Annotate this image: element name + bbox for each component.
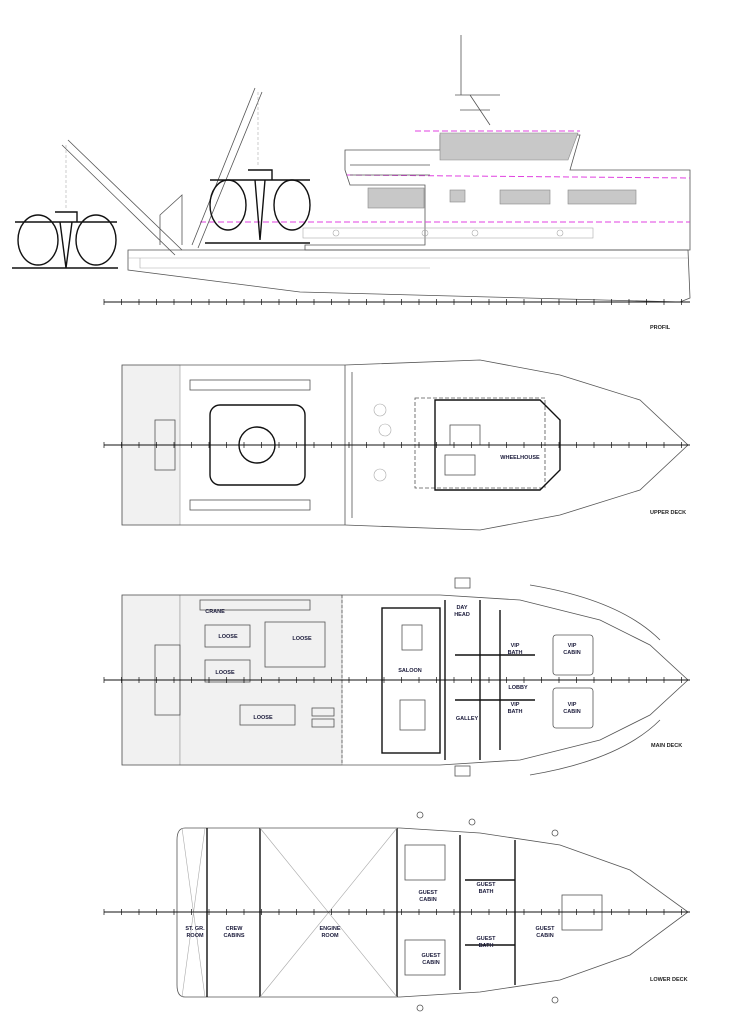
view-title-upper-deck: UPPER DECK <box>650 510 686 516</box>
crane-boom-aft <box>61 139 183 256</box>
profile-view: PROFIL <box>12 35 691 331</box>
lower-deck-outline <box>176 827 689 998</box>
wheelhouse <box>434 399 561 491</box>
room-label-lobby: LOBBY <box>508 685 528 691</box>
room-label-galley: GALLEY <box>456 716 479 722</box>
room-label-crane: CRANE <box>205 609 225 615</box>
crane-boom-fwd <box>191 87 263 249</box>
main-deck-view: CRANE LOOSE LOOSE LOOSE LOOSE SALOON DAY… <box>103 577 690 777</box>
view-title-lower-deck: LOWER DECK <box>650 977 688 983</box>
upper-deck-view: WHEELHOUSE UPPER DECK <box>103 359 690 531</box>
window <box>367 187 425 209</box>
view-title-profile: PROFIL <box>650 325 671 331</box>
wheelhouse-windows <box>439 132 579 161</box>
room-label-loose: LOOSE <box>218 634 238 640</box>
submarine-on-deck <box>205 169 311 244</box>
room-label-loose: LOOSE <box>215 670 235 676</box>
view-title-main-deck: MAIN DECK <box>651 743 682 749</box>
room-label-saloon: SALOON <box>398 668 422 674</box>
main-deck-outline <box>121 594 689 766</box>
room-label-loose: LOOSE <box>253 715 273 721</box>
room-label-wheelhouse: WHEELHOUSE <box>500 455 540 461</box>
submarine-suspended <box>12 211 118 269</box>
room-label-loose: LOOSE <box>292 636 312 642</box>
room-label-st-gr-room: ST. GR.ROOM <box>185 926 205 939</box>
